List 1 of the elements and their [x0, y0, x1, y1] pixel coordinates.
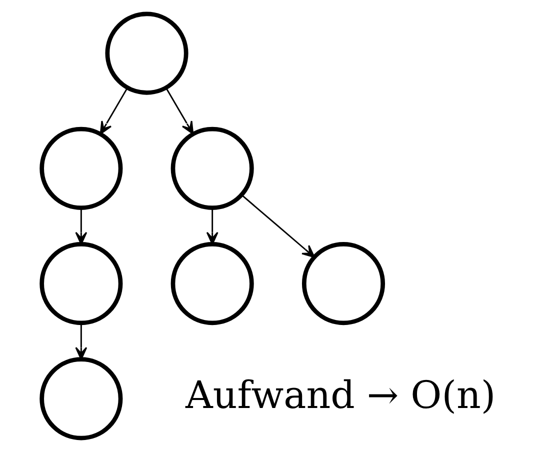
label: Aufwand → O(n): [184, 372, 496, 417]
